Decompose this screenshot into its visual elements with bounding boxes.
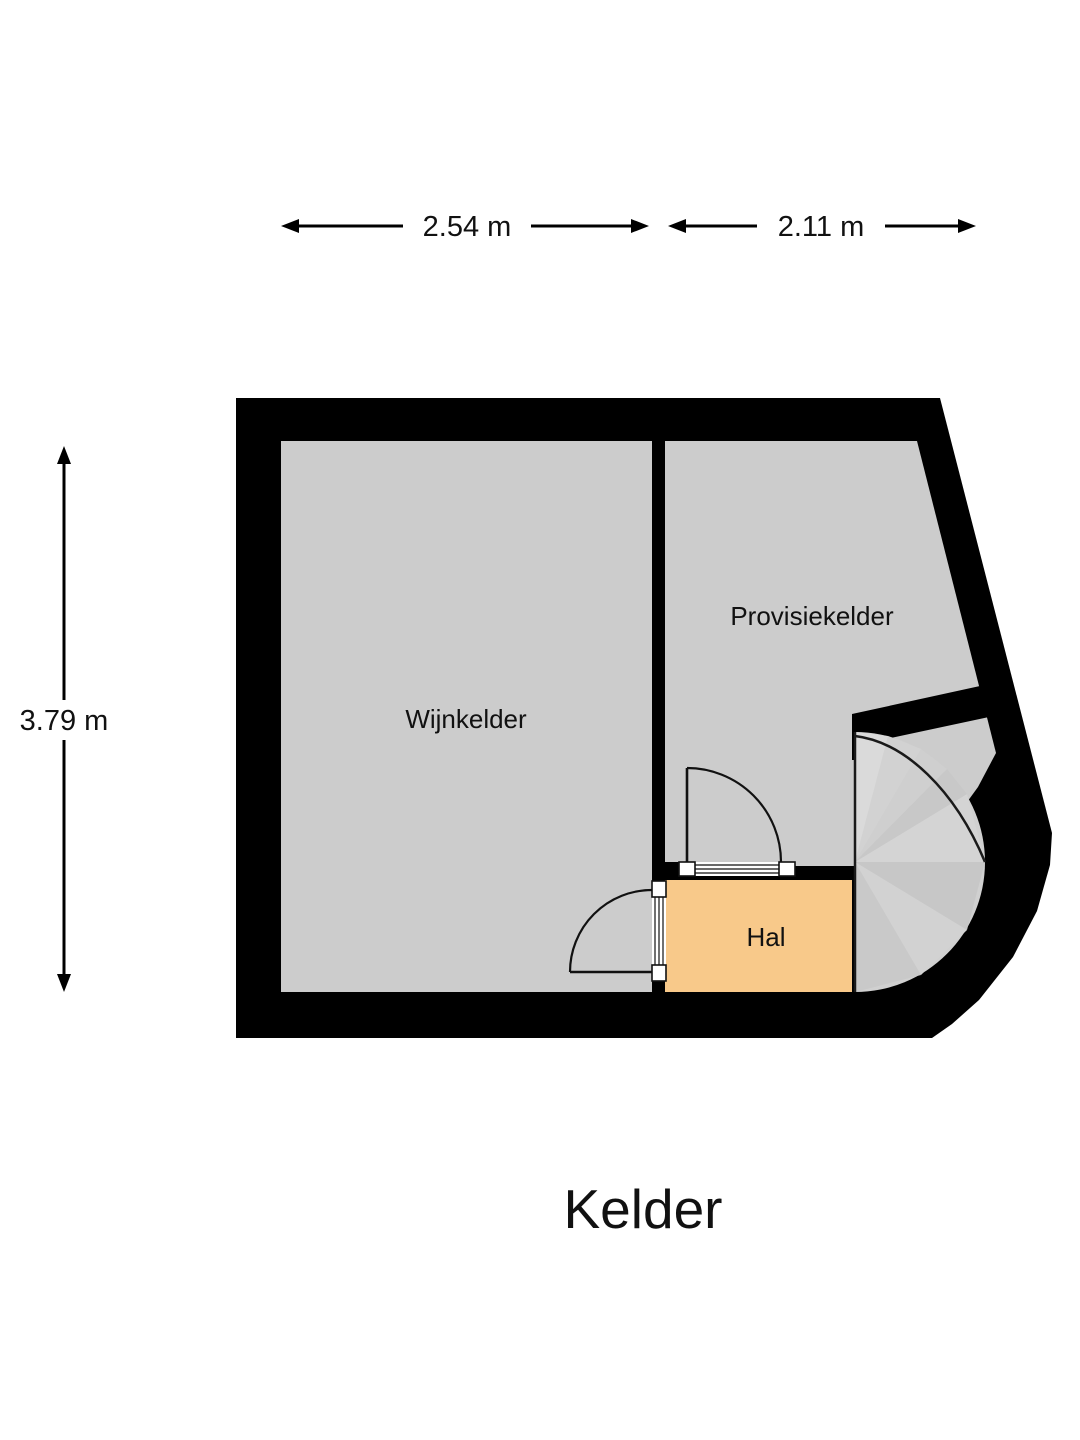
room-label-wijnkelder: Wijnkelder xyxy=(405,704,527,734)
dimension-top-right: 2.11 m xyxy=(668,208,976,244)
room-label-provisiekelder: Provisiekelder xyxy=(730,601,894,631)
winder-staircase[interactable] xyxy=(853,732,987,992)
door-provisiekelder-hal[interactable] xyxy=(678,766,796,877)
angled-closet-wall xyxy=(852,686,989,760)
room-hal[interactable] xyxy=(665,880,852,992)
room-wijnkelder[interactable] xyxy=(281,441,652,992)
dimension-top-left-label: 2.54 m xyxy=(423,211,512,243)
door-wijnkelder-hal[interactable] xyxy=(568,880,667,982)
room-label-hal: Hal xyxy=(746,922,785,952)
dimension-top-left: 2.54 m xyxy=(281,208,649,244)
plan-title: Kelder xyxy=(564,1178,723,1240)
dimension-left-label: 3.79 m xyxy=(20,705,109,737)
dimension-top-right-label: 2.11 m xyxy=(778,211,865,243)
dimension-left: 3.79 m xyxy=(6,446,122,992)
